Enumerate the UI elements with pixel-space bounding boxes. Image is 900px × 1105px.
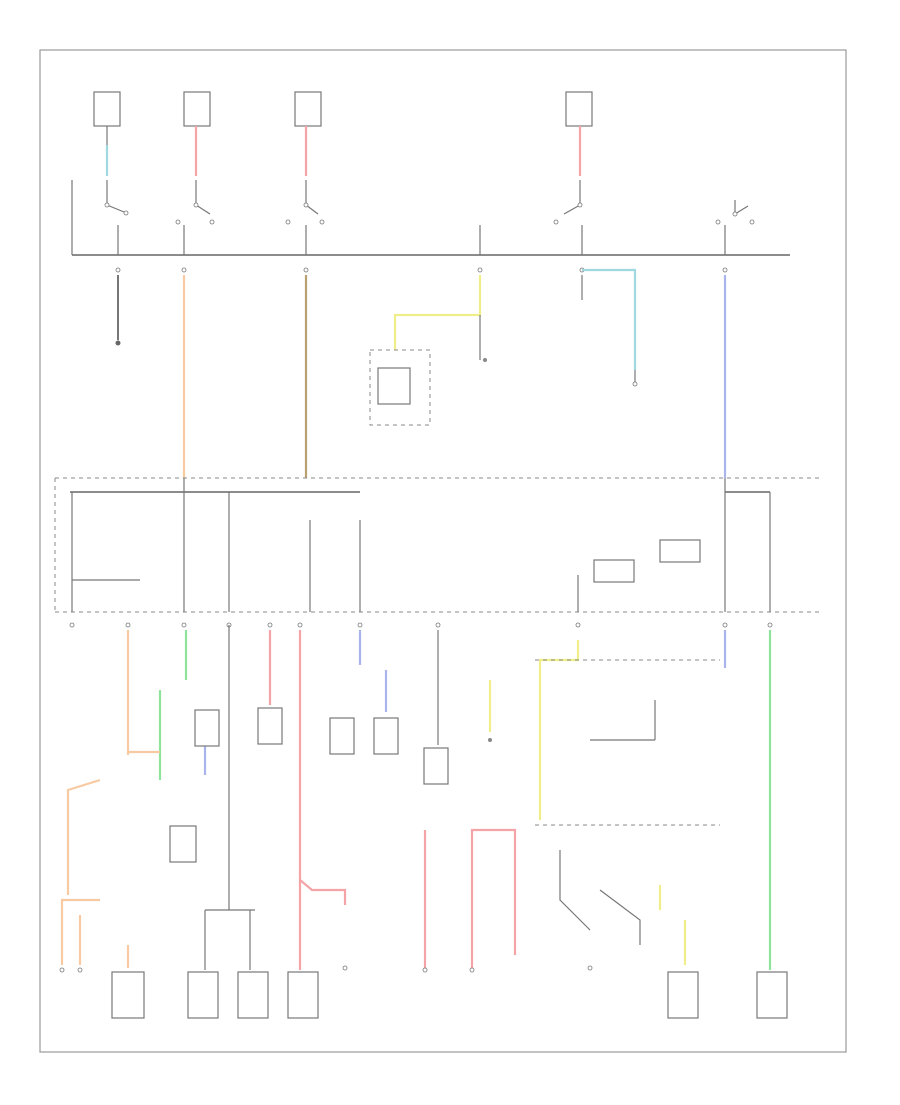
relay-icon: [659, 539, 701, 563]
ignition-switch-icon: [104, 180, 129, 216]
ground-icon: [483, 358, 487, 362]
ground-icon: [488, 738, 492, 742]
ignition-switch-icon: [285, 180, 325, 225]
fuse-icon: [294, 91, 322, 127]
ignition-switch-icon: [715, 200, 755, 225]
module-box: [377, 367, 411, 405]
module-outline: [369, 349, 431, 426]
diagram-frame: [39, 49, 847, 1053]
relay-icon: [593, 559, 635, 583]
connector-icon: [115, 267, 728, 273]
connector-icon: [59, 965, 593, 973]
ignition-switch-icon: [553, 180, 583, 225]
fuse-icon: [183, 91, 211, 127]
ignition-switch-icon: [175, 180, 215, 225]
ground-icon: [115, 340, 121, 346]
fuse-icon: [565, 91, 593, 127]
relay-icon: [194, 709, 220, 747]
connector-icon: [69, 622, 773, 628]
fuse-icon: [93, 91, 121, 145]
